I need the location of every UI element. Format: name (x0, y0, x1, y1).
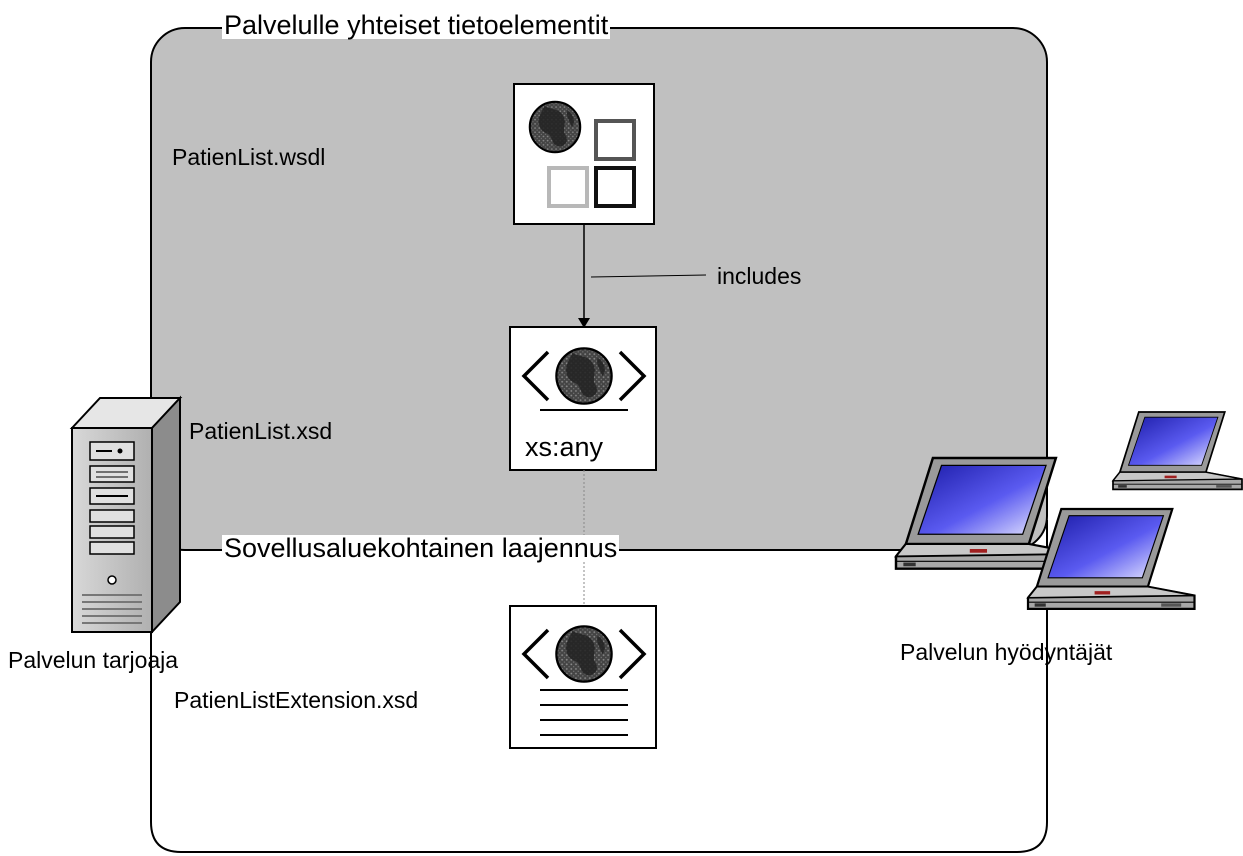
laptop-icon (1112, 411, 1243, 491)
provider-label: Palvelun tarjoaja (8, 647, 179, 673)
common-region-title: Palvelulle yhteiset tietoelementit (222, 10, 611, 40)
extension-region (150, 520, 1048, 853)
extension-label: PatienListExtension.xsd (174, 687, 419, 713)
server-icon (69, 395, 183, 635)
consumers-label: Palvelun hyödyntäjät (900, 639, 1113, 665)
wsdl-label: PatienList.wsdl (172, 144, 326, 170)
wsdl-document-icon (513, 83, 655, 225)
xsd-document-icon (509, 326, 657, 471)
xsd-inner-text: xs:any (525, 432, 604, 462)
extension-region-title: Sovellusaluekohtainen laajennus (222, 533, 620, 563)
globe-icon (555, 347, 613, 405)
laptop-icon (1026, 507, 1196, 611)
includes-leader (590, 274, 707, 278)
xsd-label: PatienList.xsd (189, 418, 333, 444)
extension-document-icon (509, 605, 657, 749)
globe-icon (528, 100, 582, 154)
includes-label: includes (717, 263, 802, 289)
globe-icon (555, 625, 613, 683)
